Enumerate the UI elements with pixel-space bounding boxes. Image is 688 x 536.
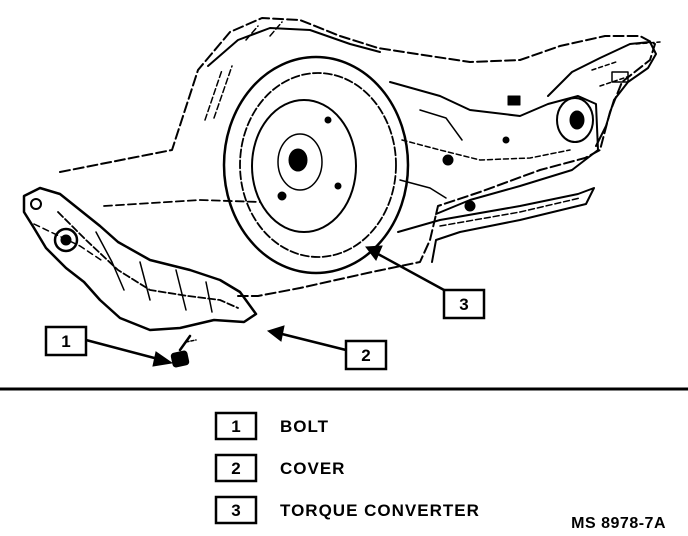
leader-lines	[84, 245, 446, 367]
tail-shaft-housing	[547, 41, 657, 147]
legend: 1 BOLT 2 COVER 3 TORQUE CONVERTER	[214, 411, 480, 525]
callout-number: 2	[361, 346, 370, 365]
callout-3: 3	[442, 288, 486, 320]
legend-label: TORQUE CONVERTER	[280, 501, 480, 520]
callout-1: 1	[44, 325, 88, 357]
legend-number: 1	[231, 417, 240, 436]
case-body-detail	[399, 109, 463, 199]
case-bolt	[442, 154, 454, 166]
arrowhead-3	[365, 245, 383, 261]
cover-rib	[95, 231, 213, 313]
cover-inner-contour	[57, 211, 239, 309]
case-fitting	[507, 95, 521, 106]
cover-hole	[53, 227, 79, 253]
bell-housing-outer	[222, 55, 410, 275]
case-body	[389, 81, 599, 215]
leader-2	[280, 332, 348, 352]
callout-number: 3	[459, 295, 468, 314]
torque-converter-hub-ring	[277, 133, 323, 191]
legend-label: COVER	[280, 459, 345, 478]
legend-item-cover: 2 COVER	[214, 453, 345, 483]
cover-tab-hole	[30, 198, 42, 210]
legend-label: BOLT	[280, 417, 329, 436]
figure-reference-number: MS 8978-7A	[571, 515, 666, 532]
legend-item-bolt: 1 BOLT	[214, 411, 329, 441]
leader-1	[84, 338, 164, 362]
torque-converter-face	[251, 99, 357, 233]
tail-detail	[591, 41, 661, 87]
transmission-illustration	[22, 17, 661, 368]
oil-pan-flange	[439, 197, 581, 227]
housing-rib	[204, 21, 283, 121]
case-body-detail	[401, 139, 571, 161]
legend-number: 2	[231, 459, 240, 478]
oil-pan	[397, 187, 595, 263]
bolt-part	[170, 334, 197, 368]
alignment-line	[103, 199, 261, 207]
housing-top-edge	[207, 27, 381, 67]
tail-shaft-bore	[569, 110, 585, 130]
converter-stud	[277, 191, 287, 201]
arrowhead-1	[152, 351, 174, 367]
arrowhead-2	[266, 325, 285, 342]
bell-housing-inner	[239, 72, 397, 258]
legend-number: 3	[231, 501, 240, 520]
leader-3	[376, 252, 446, 292]
callout-number: 1	[61, 332, 70, 351]
converter-stud	[334, 182, 342, 190]
legend-item-torque-converter: 3 TORQUE CONVERTER	[214, 495, 480, 525]
case-bolt	[502, 136, 510, 144]
transmission-case-outline	[59, 17, 656, 297]
callout-2: 2	[344, 339, 388, 371]
inspection-cover	[22, 186, 258, 332]
case-bolt	[464, 200, 476, 212]
tail-shaft-flange	[556, 97, 594, 143]
converter-stud	[324, 116, 332, 124]
alignment-line	[33, 223, 105, 263]
torque-converter-hub	[288, 148, 308, 172]
